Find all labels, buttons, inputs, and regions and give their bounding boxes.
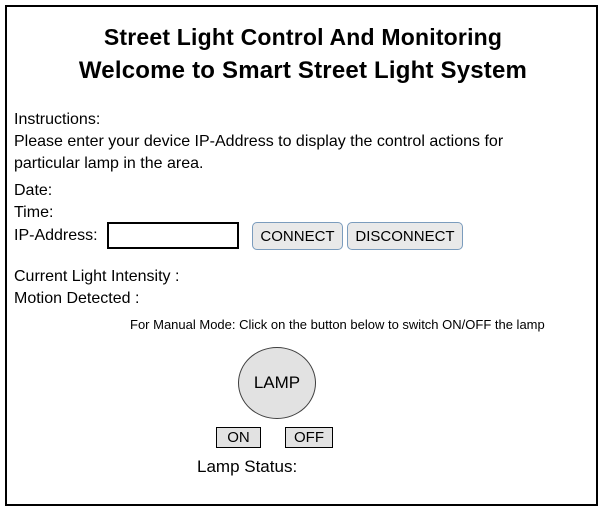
light-intensity-label: Current Light Intensity : xyxy=(14,268,180,285)
lamp-off-button[interactable]: OFF xyxy=(285,427,333,448)
instructions-block: Instructions: Please enter your device I… xyxy=(14,109,503,175)
instructions-line-1: Please enter your device IP-Address to d… xyxy=(14,133,504,150)
ip-address-label: IP-Address: xyxy=(14,227,98,244)
lamp-status-label: Lamp Status: xyxy=(197,457,298,476)
page-title: Street Light Control And Monitoring xyxy=(103,24,503,50)
lamp-on-button[interactable]: ON xyxy=(216,427,261,448)
disconnect-button[interactable]: DISCONNECT xyxy=(347,222,463,250)
connect-button[interactable]: CONNECT xyxy=(252,222,343,250)
lamp-indicator: LAMP xyxy=(238,347,316,419)
page-subtitle: Welcome to Smart Street Light System xyxy=(78,57,528,84)
ip-address-input[interactable] xyxy=(107,222,239,249)
instructions-heading: Instructions: xyxy=(14,111,101,128)
date-label: Date: xyxy=(14,182,53,199)
motion-detected-label: Motion Detected : xyxy=(14,290,140,307)
window-border xyxy=(5,5,598,506)
manual-mode-hint: For Manual Mode: Click on the button bel… xyxy=(130,317,545,332)
time-label: Time: xyxy=(14,204,54,221)
lamp-indicator-label: LAMP xyxy=(253,373,301,392)
instructions-line-2: particular lamp in the area. xyxy=(14,155,204,172)
